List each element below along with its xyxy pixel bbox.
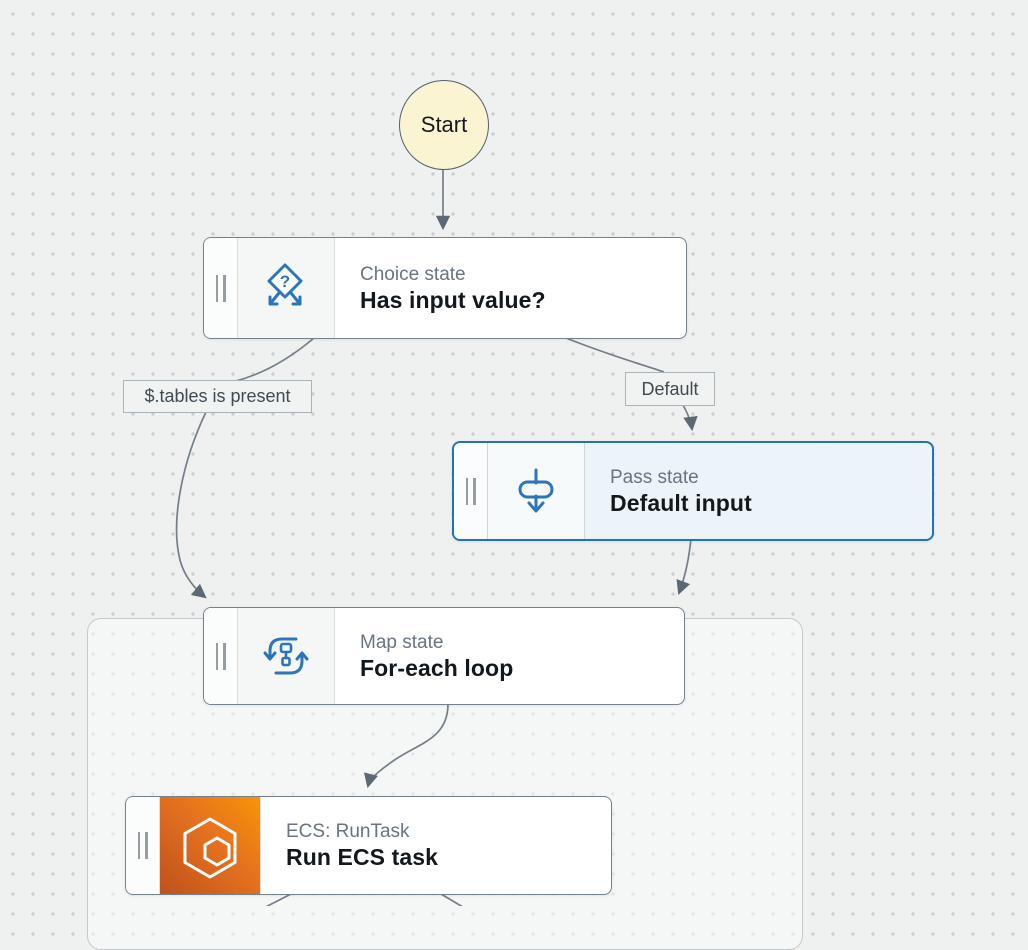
ecs-task-name: Run ECS task: [286, 844, 439, 870]
drag-handle[interactable]: [204, 238, 238, 338]
drag-handle[interactable]: [454, 443, 488, 539]
edge-pass-to-map: [676, 537, 692, 596]
map-state-type: Map state: [360, 631, 444, 653]
drag-handle[interactable]: [126, 797, 160, 894]
edge-choice-to-tables-label: [235, 337, 315, 382]
choice-icon: ?: [238, 238, 335, 338]
edge-tables-label-to-map: [175, 411, 207, 599]
pass-icon: [488, 443, 585, 539]
ecs-task-type: ECS: RunTask: [286, 821, 410, 842]
condition-label-default[interactable]: Default: [625, 372, 715, 406]
start-node: Start: [399, 80, 489, 170]
choice-state-name: Has input value?: [360, 286, 546, 313]
edge-choice-to-default-label: [565, 337, 665, 373]
map-state-name: For-each loop: [360, 654, 514, 681]
ecs-task-node[interactable]: ECS: RunTask Run ECS task: [125, 796, 612, 895]
pass-state-name: Default input: [610, 489, 752, 516]
map-loop-icon: [238, 608, 335, 704]
start-label: Start: [420, 112, 468, 137]
pass-state-type: Pass state: [610, 466, 699, 488]
choice-state-type: Choice state: [360, 263, 466, 285]
choice-state-node[interactable]: ? Choice state Has input value?: [203, 237, 687, 339]
condition-label-tables[interactable]: $.tables is present: [123, 380, 312, 413]
edge-default-label-to-pass: [682, 404, 698, 432]
ecs-service-icon: [160, 797, 261, 894]
svg-text:?: ?: [280, 272, 290, 291]
map-state-node[interactable]: Map state For-each loop: [203, 607, 685, 705]
drag-handle[interactable]: [204, 608, 238, 704]
pass-state-node[interactable]: Pass state Default input: [452, 441, 934, 541]
